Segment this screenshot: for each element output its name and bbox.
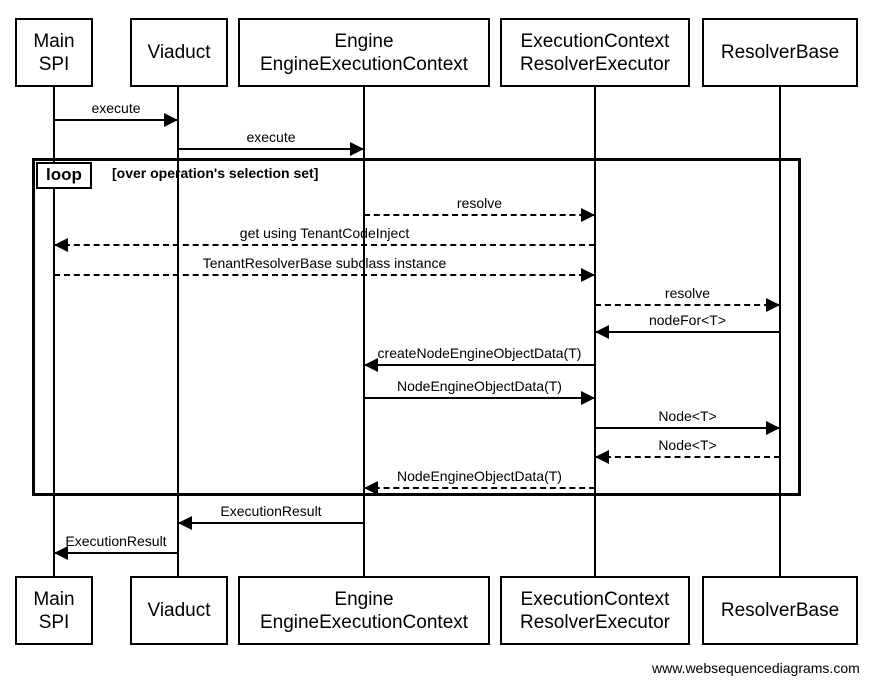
participant-label-line1: Main xyxy=(33,30,75,52)
message-arrowhead-m8 xyxy=(364,358,378,372)
message-arrowhead-m7 xyxy=(595,325,609,339)
message-label-m1: execute xyxy=(91,100,141,116)
message-label-m11: Node<T> xyxy=(658,437,717,453)
participant-box-resolverbase-bottom: ResolverBase xyxy=(702,576,858,645)
message-arrowhead-m10 xyxy=(766,421,780,435)
participant-label-line1: Viaduct xyxy=(147,600,211,621)
participant-box-viaduct-top: Viaduct xyxy=(130,18,228,87)
message-label-m7: nodeFor<T> xyxy=(648,312,727,328)
message-line-m5 xyxy=(54,274,595,276)
participant-label-line2: EngineExecutionContext xyxy=(259,611,469,633)
message-line-m14 xyxy=(54,552,178,554)
message-line-m7 xyxy=(595,331,780,333)
participant-box-resolverbase-top: ResolverBase xyxy=(702,18,858,87)
message-arrowhead-m9 xyxy=(581,391,595,405)
participant-label-line1: ExecutionContext xyxy=(520,30,670,52)
message-arrowhead-m3 xyxy=(581,208,595,222)
lifeline-engine-engineexecutioncontext xyxy=(363,87,365,576)
participant-label-line2: EngineExecutionContext xyxy=(259,53,469,75)
message-label-m3: resolve xyxy=(456,195,503,211)
message-label-m12: NodeEngineObjectData(T) xyxy=(397,468,562,484)
lifeline-viaduct xyxy=(177,87,179,576)
footer-credit: www.websequencediagrams.com xyxy=(652,660,860,676)
loop-fragment-tag-notch xyxy=(98,163,109,174)
participant-label-line2: ResolverExecutor xyxy=(520,611,670,633)
message-arrowhead-m13 xyxy=(178,516,192,530)
participant-label-line1: Main xyxy=(33,588,75,610)
message-label-m8: createNodeEngineObjectData(T) xyxy=(377,345,582,361)
message-line-m2 xyxy=(178,148,364,150)
message-line-m12 xyxy=(364,487,595,489)
message-label-m9: NodeEngineObjectData(T) xyxy=(397,378,562,394)
participant-label-line1: Engine xyxy=(334,588,394,610)
message-label-m2: execute xyxy=(246,129,296,145)
message-label-m13: ExecutionResult xyxy=(220,503,322,519)
message-line-m9 xyxy=(364,397,595,399)
message-arrowhead-m5 xyxy=(581,268,595,282)
loop-fragment-tag: loop xyxy=(36,162,92,189)
message-arrowhead-m11 xyxy=(595,450,609,464)
loop-fragment-condition: [over operation's selection set] xyxy=(112,165,319,181)
lifeline-main-spi xyxy=(53,87,55,576)
message-label-m5: TenantResolverBase subclass instance xyxy=(202,255,447,271)
message-line-m11 xyxy=(595,456,780,458)
message-line-m1 xyxy=(54,119,178,121)
participant-label-line1: Engine xyxy=(334,30,394,52)
message-arrowhead-m6 xyxy=(766,298,780,312)
message-arrowhead-m14 xyxy=(54,546,68,560)
participant-label-line1: Viaduct xyxy=(147,42,211,63)
participant-label-line1: ResolverBase xyxy=(720,42,840,63)
message-line-m6 xyxy=(595,304,780,306)
message-line-m8 xyxy=(364,364,595,366)
lifeline-resolverbase xyxy=(779,87,781,576)
message-label-m14: ExecutionResult xyxy=(65,533,167,549)
participant-label-line2: ResolverExecutor xyxy=(520,53,670,75)
message-line-m13 xyxy=(178,522,364,524)
participant-label-line1: ExecutionContext xyxy=(520,588,670,610)
participant-label-line2: SPI xyxy=(38,53,70,75)
participant-label-line2: SPI xyxy=(38,611,70,633)
loop-fragment-frame xyxy=(32,158,801,496)
participant-box-viaduct-bottom: Viaduct xyxy=(130,576,228,645)
message-arrowhead-m12 xyxy=(364,481,378,495)
message-arrowhead-m4 xyxy=(54,238,68,252)
message-arrowhead-m1 xyxy=(164,113,178,127)
participant-label-line1: ResolverBase xyxy=(720,600,840,621)
message-label-m6: resolve xyxy=(664,285,711,301)
message-label-m4: get using TenantCodeInject xyxy=(239,225,410,241)
message-line-m4 xyxy=(54,244,595,246)
message-arrowhead-m2 xyxy=(350,142,364,156)
message-label-m10: Node<T> xyxy=(658,408,717,424)
message-line-m3 xyxy=(364,214,595,216)
message-line-m10 xyxy=(595,427,780,429)
